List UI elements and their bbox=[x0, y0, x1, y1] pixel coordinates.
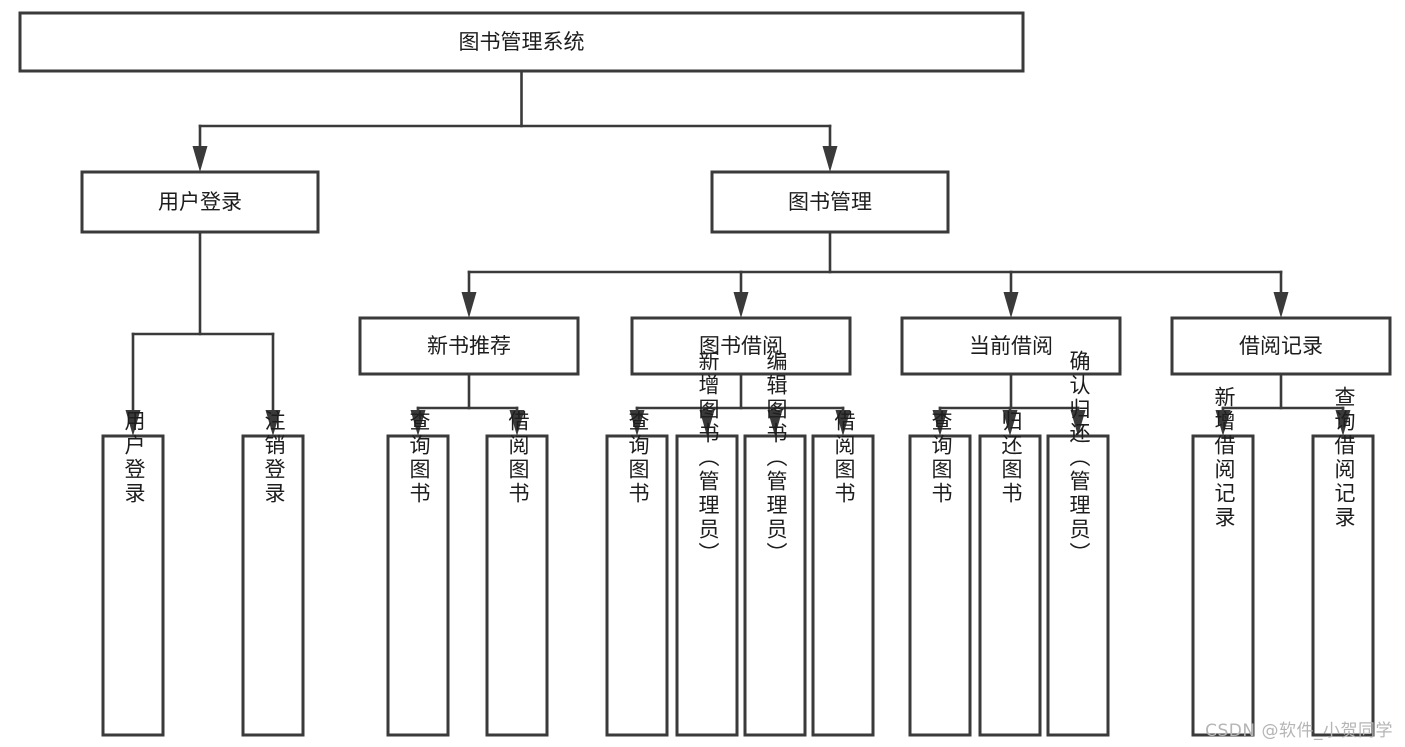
arrow-head-icon bbox=[733, 292, 749, 318]
node-box[interactable] bbox=[18, 11, 1025, 73]
node-leaf-logout-login[interactable]: 注销登录 bbox=[241, 410, 305, 737]
node-leaf-borrow-book-rec[interactable]: 借阅图书 bbox=[485, 410, 549, 737]
connector-current-borrow-to-leaves bbox=[932, 372, 1086, 436]
node-box[interactable] bbox=[1191, 434, 1255, 737]
arrow-head-icon bbox=[125, 410, 141, 436]
node-leaf-confirm-return[interactable]: 确认归还（管理员） bbox=[1046, 350, 1110, 737]
node-label: 当前借阅 bbox=[969, 334, 1053, 358]
node-leaf-query-book-borrow[interactable]: 查询图书 bbox=[605, 410, 669, 737]
node-new-book-recommend[interactable]: 新书推荐 bbox=[358, 316, 580, 376]
node-leaf-query-borrow-record[interactable]: 查询借阅记录 bbox=[1311, 386, 1375, 737]
arrow-head-icon bbox=[822, 146, 838, 172]
node-box[interactable] bbox=[743, 434, 807, 737]
node-label: 借阅记录 bbox=[1239, 334, 1323, 358]
node-label: 用户登录 bbox=[158, 190, 242, 214]
node-root[interactable]: 图书管理系统 bbox=[18, 11, 1025, 73]
arrow-head-icon bbox=[767, 410, 783, 436]
connector-user-login-to-leaves bbox=[125, 230, 281, 436]
node-leaf-edit-book[interactable]: 编辑图书（管理员） bbox=[743, 350, 807, 737]
node-leaf-borrow-book[interactable]: 借阅图书 bbox=[811, 410, 875, 737]
arrow-head-icon bbox=[1215, 410, 1231, 436]
node-box[interactable] bbox=[978, 434, 1042, 737]
node-label: 确认归还（管理员） bbox=[1067, 350, 1091, 566]
node-box[interactable] bbox=[80, 170, 320, 234]
connector-layer bbox=[125, 69, 1351, 436]
node-box[interactable] bbox=[605, 434, 669, 737]
node-label: 查询图书 bbox=[929, 410, 953, 506]
node-box[interactable] bbox=[386, 434, 450, 737]
node-box[interactable] bbox=[900, 316, 1122, 376]
arrow-head-icon bbox=[410, 410, 426, 436]
arrow-head-icon bbox=[1273, 292, 1289, 318]
node-box[interactable] bbox=[675, 434, 739, 737]
node-box[interactable] bbox=[630, 316, 852, 376]
node-user-login[interactable]: 用户登录 bbox=[80, 170, 320, 234]
node-leaf-return-book[interactable]: 归还图书 bbox=[978, 410, 1042, 737]
node-label: 图书管理系统 bbox=[459, 30, 585, 54]
node-book-management[interactable]: 图书管理 bbox=[710, 170, 950, 234]
node-label: 新书推荐 bbox=[427, 334, 511, 358]
arrow-head-icon bbox=[699, 410, 715, 436]
node-label: 编辑图书（管理员） bbox=[764, 350, 788, 566]
arrow-head-icon bbox=[1003, 292, 1019, 318]
node-box[interactable] bbox=[485, 434, 549, 737]
node-current-borrow[interactable]: 当前借阅 bbox=[900, 316, 1122, 376]
node-label: 查询图书 bbox=[626, 410, 650, 506]
node-leaf-query-book-rec[interactable]: 查询图书 bbox=[386, 410, 450, 737]
node-leaf-query-book-current[interactable]: 查询图书 bbox=[908, 410, 972, 737]
node-box[interactable] bbox=[358, 316, 580, 376]
node-label: 新增图书（管理员） bbox=[696, 350, 720, 566]
connector-root-to-level1 bbox=[192, 69, 838, 172]
node-label: 查询借阅记录 bbox=[1332, 386, 1356, 530]
node-box[interactable] bbox=[1311, 434, 1375, 737]
arrow-head-icon bbox=[629, 410, 645, 436]
connector-new-book-recommend-to-leaves bbox=[410, 372, 525, 436]
node-box[interactable] bbox=[101, 434, 165, 737]
node-label: 图书管理 bbox=[788, 190, 872, 214]
node-leaf-user-login[interactable]: 用户登录 bbox=[101, 410, 165, 737]
connector-book-borrow-to-leaves bbox=[629, 372, 851, 436]
node-label: 图书借阅 bbox=[699, 334, 783, 358]
arrow-head-icon bbox=[192, 146, 208, 172]
arrow-head-icon bbox=[1070, 410, 1086, 436]
node-box[interactable] bbox=[811, 434, 875, 737]
arrow-head-icon bbox=[1335, 410, 1351, 436]
node-box[interactable] bbox=[1170, 316, 1392, 376]
node-label: 新增借阅记录 bbox=[1212, 386, 1236, 530]
node-borrow-record[interactable]: 借阅记录 bbox=[1170, 316, 1392, 376]
node-box[interactable] bbox=[908, 434, 972, 737]
connector-book-management-to-level2 bbox=[461, 230, 1289, 318]
node-label: 查询图书 bbox=[407, 410, 431, 506]
arrow-head-icon bbox=[509, 410, 525, 436]
arrow-head-icon bbox=[1002, 410, 1018, 436]
node-box[interactable] bbox=[710, 170, 950, 234]
node-label: 注销登录 bbox=[262, 410, 286, 506]
node-leaf-add-borrow-record[interactable]: 新增借阅记录 bbox=[1191, 386, 1255, 737]
node-label: 归还图书 bbox=[999, 410, 1023, 506]
arrow-head-icon bbox=[265, 410, 281, 436]
node-label: 借阅图书 bbox=[506, 410, 530, 506]
node-box[interactable] bbox=[1046, 434, 1110, 737]
node-label: 用户登录 bbox=[122, 410, 146, 506]
connector-borrow-record-to-leaves bbox=[1215, 372, 1351, 436]
node-box[interactable] bbox=[241, 434, 305, 737]
node-label: 借阅图书 bbox=[832, 410, 856, 506]
node-book-borrow[interactable]: 图书借阅 bbox=[630, 316, 852, 376]
arrow-head-icon bbox=[461, 292, 477, 318]
node-layer: 图书管理系统用户登录图书管理新书推荐图书借阅当前借阅借阅记录用户登录注销登录查询… bbox=[18, 11, 1392, 737]
arrow-head-icon bbox=[932, 410, 948, 436]
arrow-head-icon bbox=[835, 410, 851, 436]
node-leaf-add-book[interactable]: 新增图书（管理员） bbox=[675, 350, 739, 737]
